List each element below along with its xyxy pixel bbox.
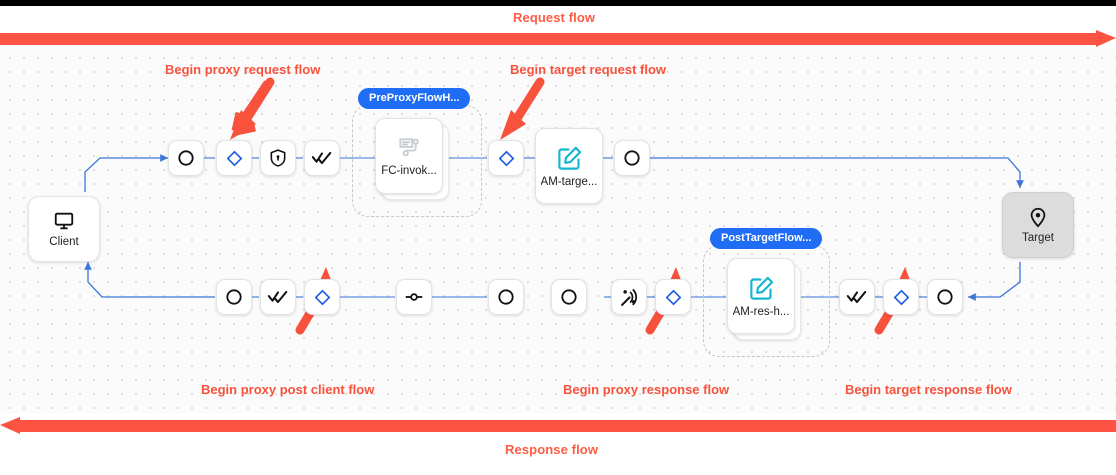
policy-fc-invoke-label: FC-invok... <box>381 165 437 177</box>
callout-begin-target-response-flow: Begin target response flow <box>845 382 1012 397</box>
double-check-icon <box>267 286 289 308</box>
assign-message-icon <box>556 145 583 172</box>
diamond-icon <box>313 288 332 307</box>
callout-begin-target-request-flow: Begin target request flow <box>510 62 667 77</box>
endpoint-target-label: Target <box>1022 232 1054 244</box>
callout-begin-proxy-request-flow: Begin proxy request flow <box>165 62 321 77</box>
step-res-step-7[interactable] <box>611 279 647 315</box>
circle-icon <box>935 287 955 307</box>
policy-fc-invoke[interactable]: FC-invok... <box>375 118 443 194</box>
step-req-step-1[interactable] <box>168 140 204 176</box>
step-res-step-11[interactable] <box>927 279 963 315</box>
policy-am-res-h[interactable]: AM-res-h... <box>727 258 795 334</box>
diamond-icon <box>497 149 516 168</box>
double-check-icon <box>846 286 868 308</box>
request-flow-label: Request flow <box>513 10 596 25</box>
step-req-step-5[interactable] <box>488 140 524 176</box>
step-req-step-2[interactable] <box>216 140 252 176</box>
response-flow-band <box>0 417 1116 439</box>
policy-am-target-label: AM-targe... <box>540 175 598 188</box>
circle-icon <box>176 148 196 168</box>
monitor-icon <box>53 210 75 232</box>
step-res-step-6[interactable] <box>551 279 587 315</box>
callout-begin-proxy-post-client-flow: Begin proxy post client flow <box>201 382 375 397</box>
step-res-step-3[interactable] <box>304 279 340 315</box>
response-flow-label: Response flow <box>505 442 599 457</box>
node-connector-icon <box>403 286 425 308</box>
circle-icon <box>559 287 579 307</box>
flow-callout-icon <box>396 135 422 161</box>
step-req-step-4[interactable] <box>304 140 340 176</box>
group-badge-post-target-flow-hook[interactable]: PostTargetFlow... <box>710 228 823 249</box>
step-res-step-4[interactable] <box>396 279 432 315</box>
step-res-step-9[interactable] <box>839 279 875 315</box>
request-flow-band <box>0 30 1116 52</box>
top-black-strip <box>0 0 1116 6</box>
step-res-step-10[interactable] <box>883 279 919 315</box>
step-res-step-5[interactable] <box>488 279 524 315</box>
circle-icon <box>496 287 516 307</box>
endpoint-target[interactable]: Target <box>1002 192 1074 258</box>
circle-icon <box>622 148 642 168</box>
location-pin-icon <box>1027 206 1049 228</box>
assign-message-icon <box>748 275 775 302</box>
step-res-step-2[interactable] <box>260 279 296 315</box>
broadcast-icon <box>619 287 640 308</box>
step-req-step-3[interactable] <box>260 140 296 176</box>
diamond-icon <box>664 288 683 307</box>
endpoint-client-label: Client <box>49 236 79 248</box>
callout-begin-proxy-response-flow: Begin proxy response flow <box>563 382 730 397</box>
diamond-icon <box>892 288 911 307</box>
circle-icon <box>224 287 244 307</box>
policy-am-target[interactable]: AM-targe... <box>535 128 603 204</box>
step-res-step-1[interactable] <box>216 279 252 315</box>
step-res-step-8[interactable] <box>655 279 691 315</box>
diamond-icon <box>225 149 244 168</box>
double-check-icon <box>311 147 333 169</box>
step-req-step-6[interactable] <box>614 140 650 176</box>
group-badge-pre-proxy-flow-hook[interactable]: PreProxyFlowH... <box>358 88 471 109</box>
policy-am-res-h-label: AM-res-h... <box>732 305 790 318</box>
shield-lock-icon <box>268 148 288 168</box>
dotted-grid-background <box>0 48 1116 413</box>
endpoint-client[interactable]: Client <box>28 196 100 262</box>
